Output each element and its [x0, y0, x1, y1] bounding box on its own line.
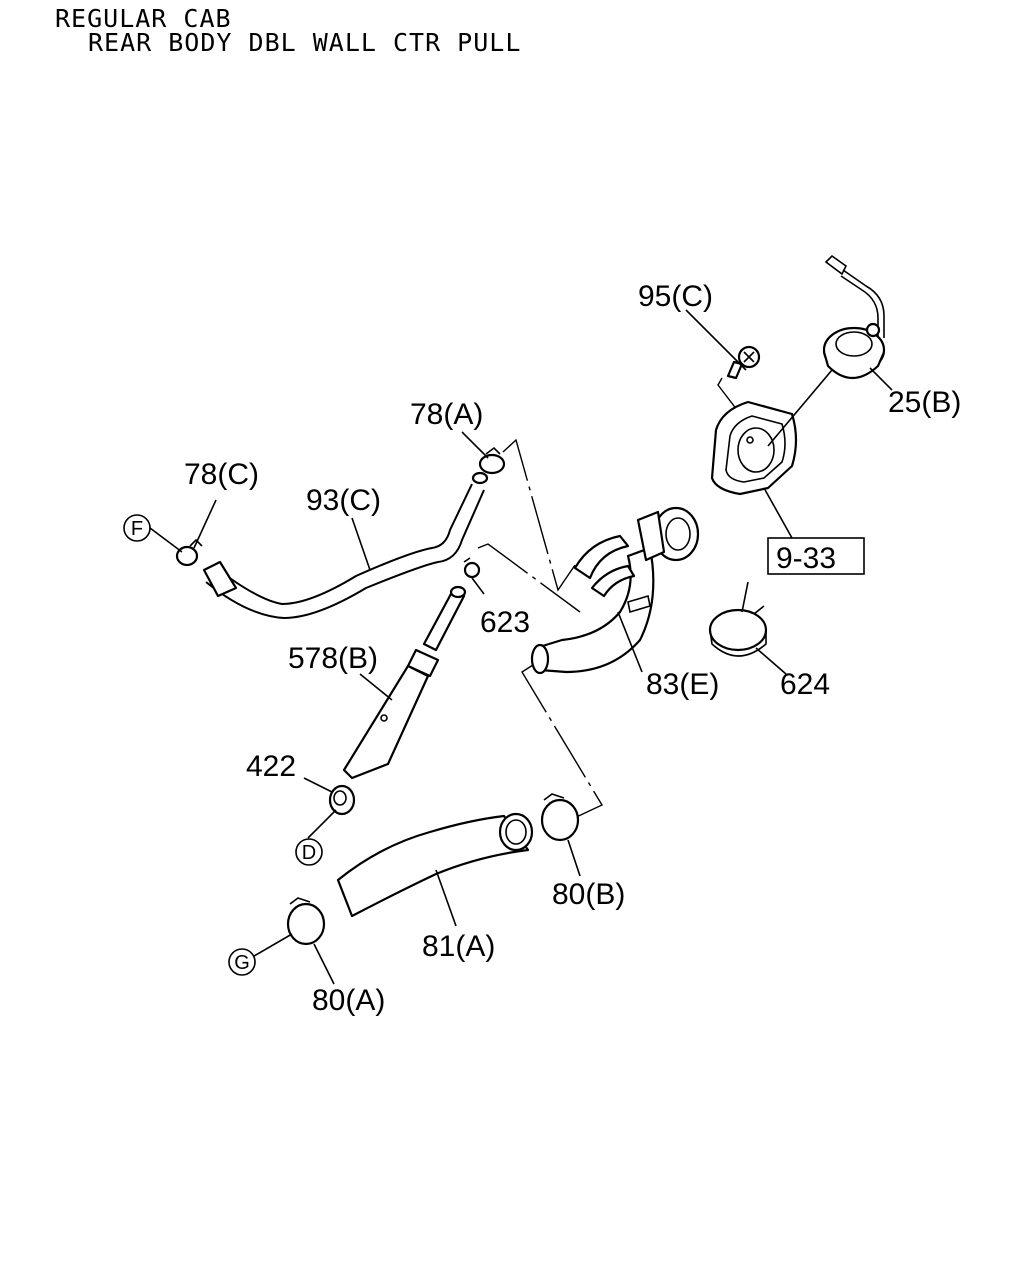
callout-80a: 80(A) — [312, 984, 385, 1017]
callout-422: 422 — [246, 750, 296, 783]
callout-78c: 78(C) — [184, 458, 259, 491]
filler-housing-part — [710, 400, 798, 496]
inlet-hose-part — [336, 812, 534, 918]
callout-933-box — [767, 537, 865, 575]
screw-part — [726, 345, 761, 380]
diagram-title-line-2: REAR BODY DBL WALL CTR PULL — [88, 28, 522, 57]
callout-80b: 80(B) — [552, 878, 625, 911]
connector-f: F — [123, 514, 151, 542]
grommet-part — [328, 784, 356, 816]
filler-neck-part — [530, 506, 700, 675]
assembly-line-78a — [502, 438, 576, 592]
callout-93c: 93(C) — [306, 484, 381, 517]
callout-578b: 578(B) — [288, 642, 378, 675]
callout-78a: 78(A) — [410, 398, 483, 431]
breather-tube-part — [342, 585, 467, 780]
connector-g-letter: G — [234, 952, 250, 974]
connector-d: D — [295, 838, 323, 866]
connector-f-letter: F — [131, 518, 143, 540]
assembly-line-80b — [521, 664, 603, 821]
assembly-line-623 — [477, 543, 581, 613]
clamp-80a-part — [286, 897, 326, 946]
fuel-cap-part — [822, 254, 886, 380]
diagram-title-line-1: REGULAR CAB — [55, 4, 232, 33]
clamp-band-part — [708, 581, 768, 657]
callout-623: 623 — [480, 606, 530, 639]
callout-83e: 83(E) — [646, 668, 719, 701]
callout-25b: 25(B) — [888, 386, 961, 419]
clip-623-part — [463, 557, 481, 579]
clamp-80b-part — [540, 793, 580, 842]
callout-933: 9-33 — [776, 542, 836, 575]
callout-95c: 95(C) — [638, 280, 713, 313]
clip-78a-part — [478, 446, 506, 475]
clip-78c-part — [175, 538, 203, 567]
connector-g: G — [228, 948, 256, 976]
callout-624: 624 — [780, 668, 830, 701]
callout-81a: 81(A) — [422, 930, 495, 963]
connector-d-letter: D — [302, 842, 316, 864]
hose-93c-part — [202, 471, 489, 620]
leader-lines — [149, 309, 893, 985]
